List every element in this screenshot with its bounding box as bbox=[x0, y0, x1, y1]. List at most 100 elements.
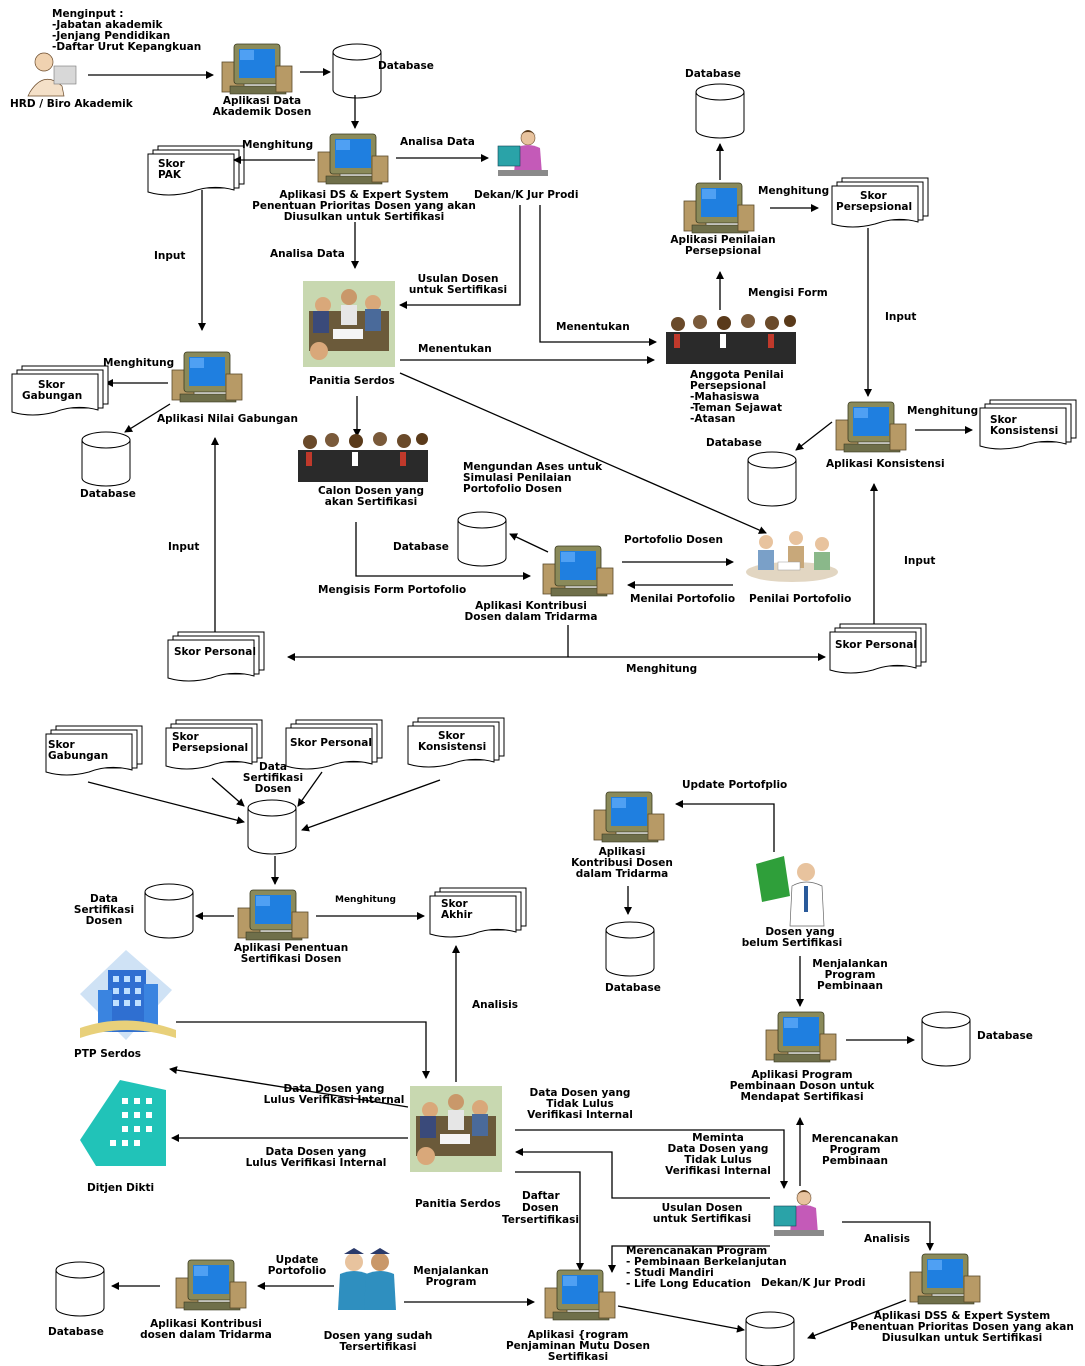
menilai-portofolio-label: Menilai Portofolio bbox=[630, 593, 735, 605]
analisa-data-label: Analisa Data bbox=[400, 136, 475, 148]
hrd-note: Menginput :-Jabatan akademik-Jenjang Pen… bbox=[52, 8, 201, 53]
penilai-portofolio-illustration bbox=[746, 531, 838, 582]
input-label: Input bbox=[154, 250, 185, 262]
computer-icon bbox=[175, 1259, 247, 1311]
dosen-sudah-tersertifikasi-icon bbox=[338, 1248, 396, 1310]
dosen-belum-sertifikasi-icon bbox=[756, 856, 825, 927]
menghitung-label: Menghitung bbox=[242, 139, 313, 151]
computer-icon bbox=[237, 889, 309, 941]
menentukan-label: Menentukan bbox=[556, 321, 630, 333]
database-icon bbox=[745, 1311, 795, 1366]
panitia-meeting-photo bbox=[410, 1086, 502, 1172]
database-icon bbox=[247, 799, 297, 855]
dekan-label: Dekan/K Jur Prodi bbox=[474, 189, 578, 201]
dekan-label: Dekan/K Jur Prodi bbox=[761, 1277, 865, 1289]
dekan-person-icon bbox=[773, 1189, 825, 1237]
ptp-serdos-building-icon bbox=[80, 950, 176, 1040]
database-label: Database bbox=[80, 488, 136, 500]
menentukan-label: Menentukan bbox=[418, 343, 492, 355]
database-label: Database bbox=[605, 982, 661, 994]
app-konsistensi: Aplikasi Konsistensi bbox=[826, 458, 945, 470]
database-label: Database bbox=[977, 1030, 1033, 1042]
update-portofolio-label: Update Portofplio bbox=[682, 779, 787, 791]
ptp-serdos-label: PTP Serdos bbox=[74, 1048, 141, 1060]
computer-icon bbox=[765, 1011, 837, 1063]
database-icon bbox=[457, 511, 507, 567]
input-label: Input bbox=[885, 311, 916, 323]
dekan-person-icon bbox=[497, 129, 549, 177]
input-label: Input bbox=[168, 541, 199, 553]
computer-icon bbox=[317, 133, 389, 185]
menghitung-label: Menghitung bbox=[103, 357, 174, 369]
computer-icon bbox=[221, 43, 293, 95]
mengisi-form-label: Mengisi Form bbox=[748, 287, 828, 299]
computer-icon bbox=[683, 182, 755, 234]
database-icon bbox=[695, 83, 745, 139]
menghitung-label: Menghitung bbox=[758, 185, 829, 197]
ditjen-dikti-building-icon bbox=[80, 1080, 166, 1166]
skor-personal-label: Skor Personal bbox=[835, 639, 917, 651]
anggota-penilai-group-photo bbox=[666, 314, 796, 364]
computer-icon bbox=[909, 1253, 981, 1305]
computer-icon bbox=[542, 545, 614, 597]
computer-icon bbox=[171, 351, 243, 403]
analisis-label: Analisis bbox=[472, 999, 518, 1011]
skor-personal-label: Skor Personal bbox=[290, 737, 372, 749]
computer-icon bbox=[835, 401, 907, 453]
database-label: Database bbox=[706, 437, 762, 449]
skor-personal-label: Skor Personal bbox=[174, 646, 256, 658]
app-nilai-gabungan: Aplikasi Nilai Gabungan bbox=[157, 413, 298, 425]
calon-dosen-group-photo bbox=[298, 432, 428, 482]
menghitung-label: Menghitung bbox=[335, 895, 396, 905]
mengisi-form-portofolio-label: Mengisis Form Portofolio bbox=[318, 584, 466, 596]
database-label: Database bbox=[393, 541, 449, 553]
hrd-person-icon bbox=[27, 52, 77, 97]
computer-icon bbox=[593, 791, 665, 843]
ditjen-dikti-label: Ditjen Dikti bbox=[87, 1182, 154, 1194]
database-label: Database bbox=[48, 1326, 104, 1338]
database-icon bbox=[81, 431, 131, 487]
analisis-label: Analisis bbox=[864, 1233, 910, 1245]
menghitung-label: Menghitung bbox=[626, 663, 697, 675]
panitia-meeting-photo bbox=[303, 281, 395, 367]
computer-icon bbox=[544, 1269, 616, 1321]
database-icon bbox=[144, 883, 194, 939]
database-icon bbox=[921, 1011, 971, 1067]
panitia-serdos-label: Panitia Serdos bbox=[309, 375, 395, 387]
merencanakan-program-label: Merencanakan Program- Pembinaan Berkelan… bbox=[626, 1245, 787, 1290]
database-label: Database bbox=[685, 68, 741, 80]
